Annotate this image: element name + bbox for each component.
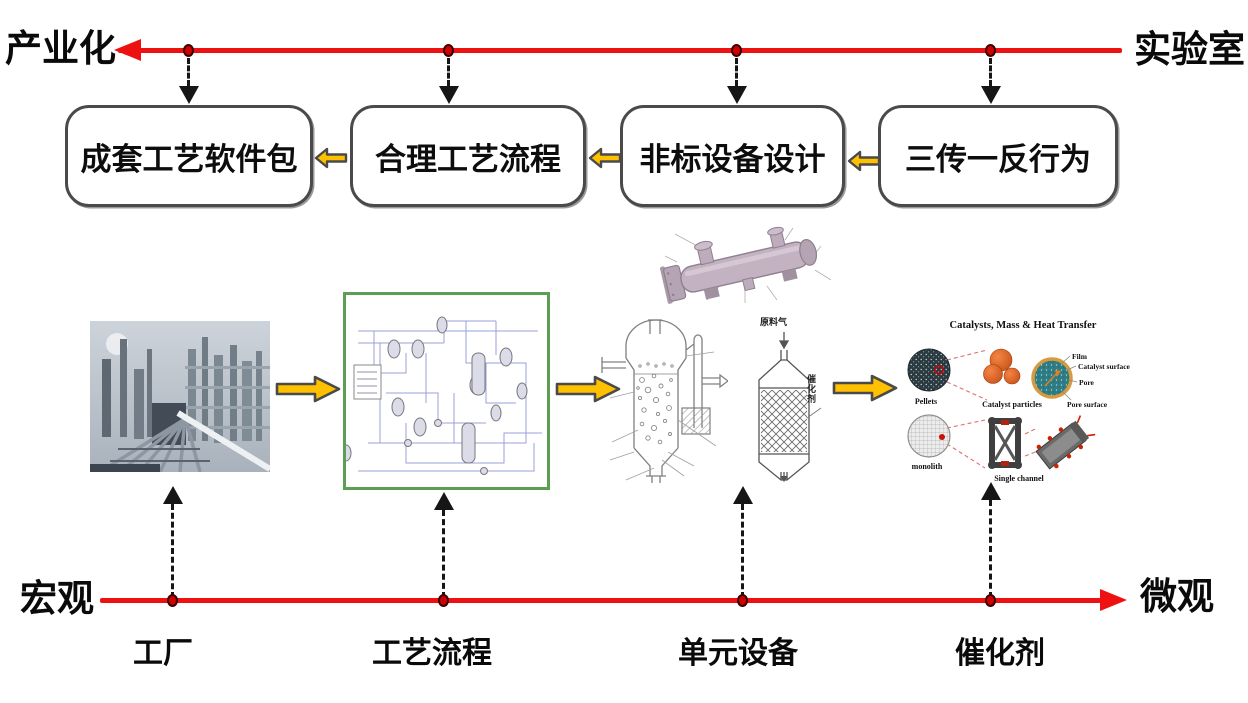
hx-body — [660, 226, 818, 304]
dashed-arrow-down-2 — [439, 58, 459, 104]
yellow-arrow-right-2 — [555, 375, 621, 403]
bubble-column-image — [601, 319, 728, 483]
top-axis-line — [118, 48, 1122, 53]
pellets-highlight-ring — [934, 365, 944, 375]
catalyst-figure-title: Catalysts, Mass & Heat Transfer — [950, 320, 1097, 331]
bubble-column-outline — [601, 319, 728, 483]
bottom-label-unit-equipment: 单元设备 — [678, 637, 798, 670]
top-axis-marker-3 — [731, 44, 742, 57]
catalyst-surface-label: Catalyst surface — [1078, 362, 1131, 371]
feed-gas-label: 原料气 — [760, 317, 788, 327]
bottom-axis-arrowhead-right — [1100, 589, 1127, 611]
diagonal-pipe — [176, 410, 270, 472]
channel-block-3d — [1035, 415, 1096, 470]
internal-coil-block — [681, 407, 711, 435]
box-process-flow: 合理工艺流程 — [350, 105, 586, 207]
pore-arrow — [1044, 370, 1061, 387]
heat-exchanger-image — [660, 226, 832, 304]
bottom-label-process-flow: 工艺流程 — [372, 637, 492, 670]
factory-pipe-rack — [99, 417, 210, 472]
yellow-arrow-left-3 — [847, 150, 881, 172]
bottom-axis-right-label: 微观 — [1140, 576, 1214, 617]
box-software-package: 成套工艺软件包 — [65, 105, 313, 207]
pfd-legend — [353, 364, 382, 400]
packed-bed-image — [758, 332, 822, 482]
box-transfer-reaction-label: 三传一反行为 — [905, 141, 1091, 177]
top-axis-left-label: 产业化 — [5, 28, 116, 69]
box-process-flow-label: 合理工艺流程 — [375, 141, 561, 177]
monolith-label: monolith — [912, 462, 943, 471]
bottom-axis-left-label: 宏观 — [20, 578, 94, 619]
top-axis-marker-4 — [985, 44, 996, 57]
box-equipment-design-label: 非标设备设计 — [639, 141, 826, 177]
film-label: Film — [1072, 352, 1088, 361]
bottom-label-catalyst: 催化剂 — [955, 637, 1045, 670]
bottom-axis-marker-3 — [737, 594, 748, 607]
dashed-arrow-down-3 — [727, 58, 747, 104]
cross-section-leaders — [1060, 355, 1078, 401]
yellow-arrow-right-3 — [832, 374, 898, 402]
yellow-arrow-left-1 — [314, 147, 348, 169]
dashed-arrow-up-3 — [733, 486, 753, 600]
pellets-label: Pellets — [915, 397, 937, 406]
box-transfer-reaction: 三传一反行为 — [878, 105, 1118, 207]
catalyst-particles — [983, 348, 1021, 385]
catalyst-packing — [761, 390, 807, 452]
dashed-arrow-up-4 — [981, 482, 1001, 600]
yellow-arrow-right-1 — [275, 375, 341, 403]
pfd-flowsheet — [340, 316, 542, 475]
bottom-axis-marker-4 — [985, 594, 996, 607]
bottom-axis-line — [100, 598, 1102, 603]
single-channel-structure — [988, 417, 1022, 469]
catalyst-figure: Catalysts, Mass & Heat Transfer Pellets … — [907, 320, 1131, 483]
top-axis-marker-1 — [183, 44, 194, 57]
pfd-vessels — [340, 316, 528, 475]
box-equipment-design: 非标设备设计 — [620, 105, 845, 207]
monolith-highlight-dot — [939, 434, 945, 440]
dashed-arrow-up-1 — [163, 486, 183, 600]
dashed-arrow-down-4 — [981, 58, 1001, 104]
catalyst-side-label: 催化剂 — [806, 374, 816, 404]
top-axis-arrowhead-left — [114, 39, 141, 61]
pfd-lines — [358, 320, 542, 472]
bubble-column-leaders — [609, 351, 717, 481]
bubbles — [636, 362, 674, 445]
monolith-circle — [907, 414, 951, 458]
bottom-label-factory: 工厂 — [133, 637, 193, 670]
factory-photo — [90, 321, 270, 472]
catalyst-leader — [806, 407, 822, 419]
bottom-axis-marker-1 — [167, 594, 178, 607]
box-software-package-label: 成套工艺软件包 — [80, 141, 298, 177]
pore-label: Pore — [1079, 378, 1095, 387]
single-channel-label: Single channel — [994, 474, 1044, 483]
pellets-circle — [907, 348, 951, 392]
catalyst-particles-label: Catalyst particles — [982, 400, 1042, 409]
dashed-arrow-up-2 — [434, 492, 454, 600]
bottom-axis-marker-2 — [438, 594, 449, 607]
top-axis-marker-2 — [443, 44, 454, 57]
dashed-arrow-down-1 — [179, 58, 199, 104]
yellow-arrow-left-2 — [588, 147, 622, 169]
pore-surface-label: Pore surface — [1067, 400, 1108, 409]
top-axis-right-label: 实验室 — [1134, 29, 1245, 70]
pfd-image — [340, 292, 550, 490]
